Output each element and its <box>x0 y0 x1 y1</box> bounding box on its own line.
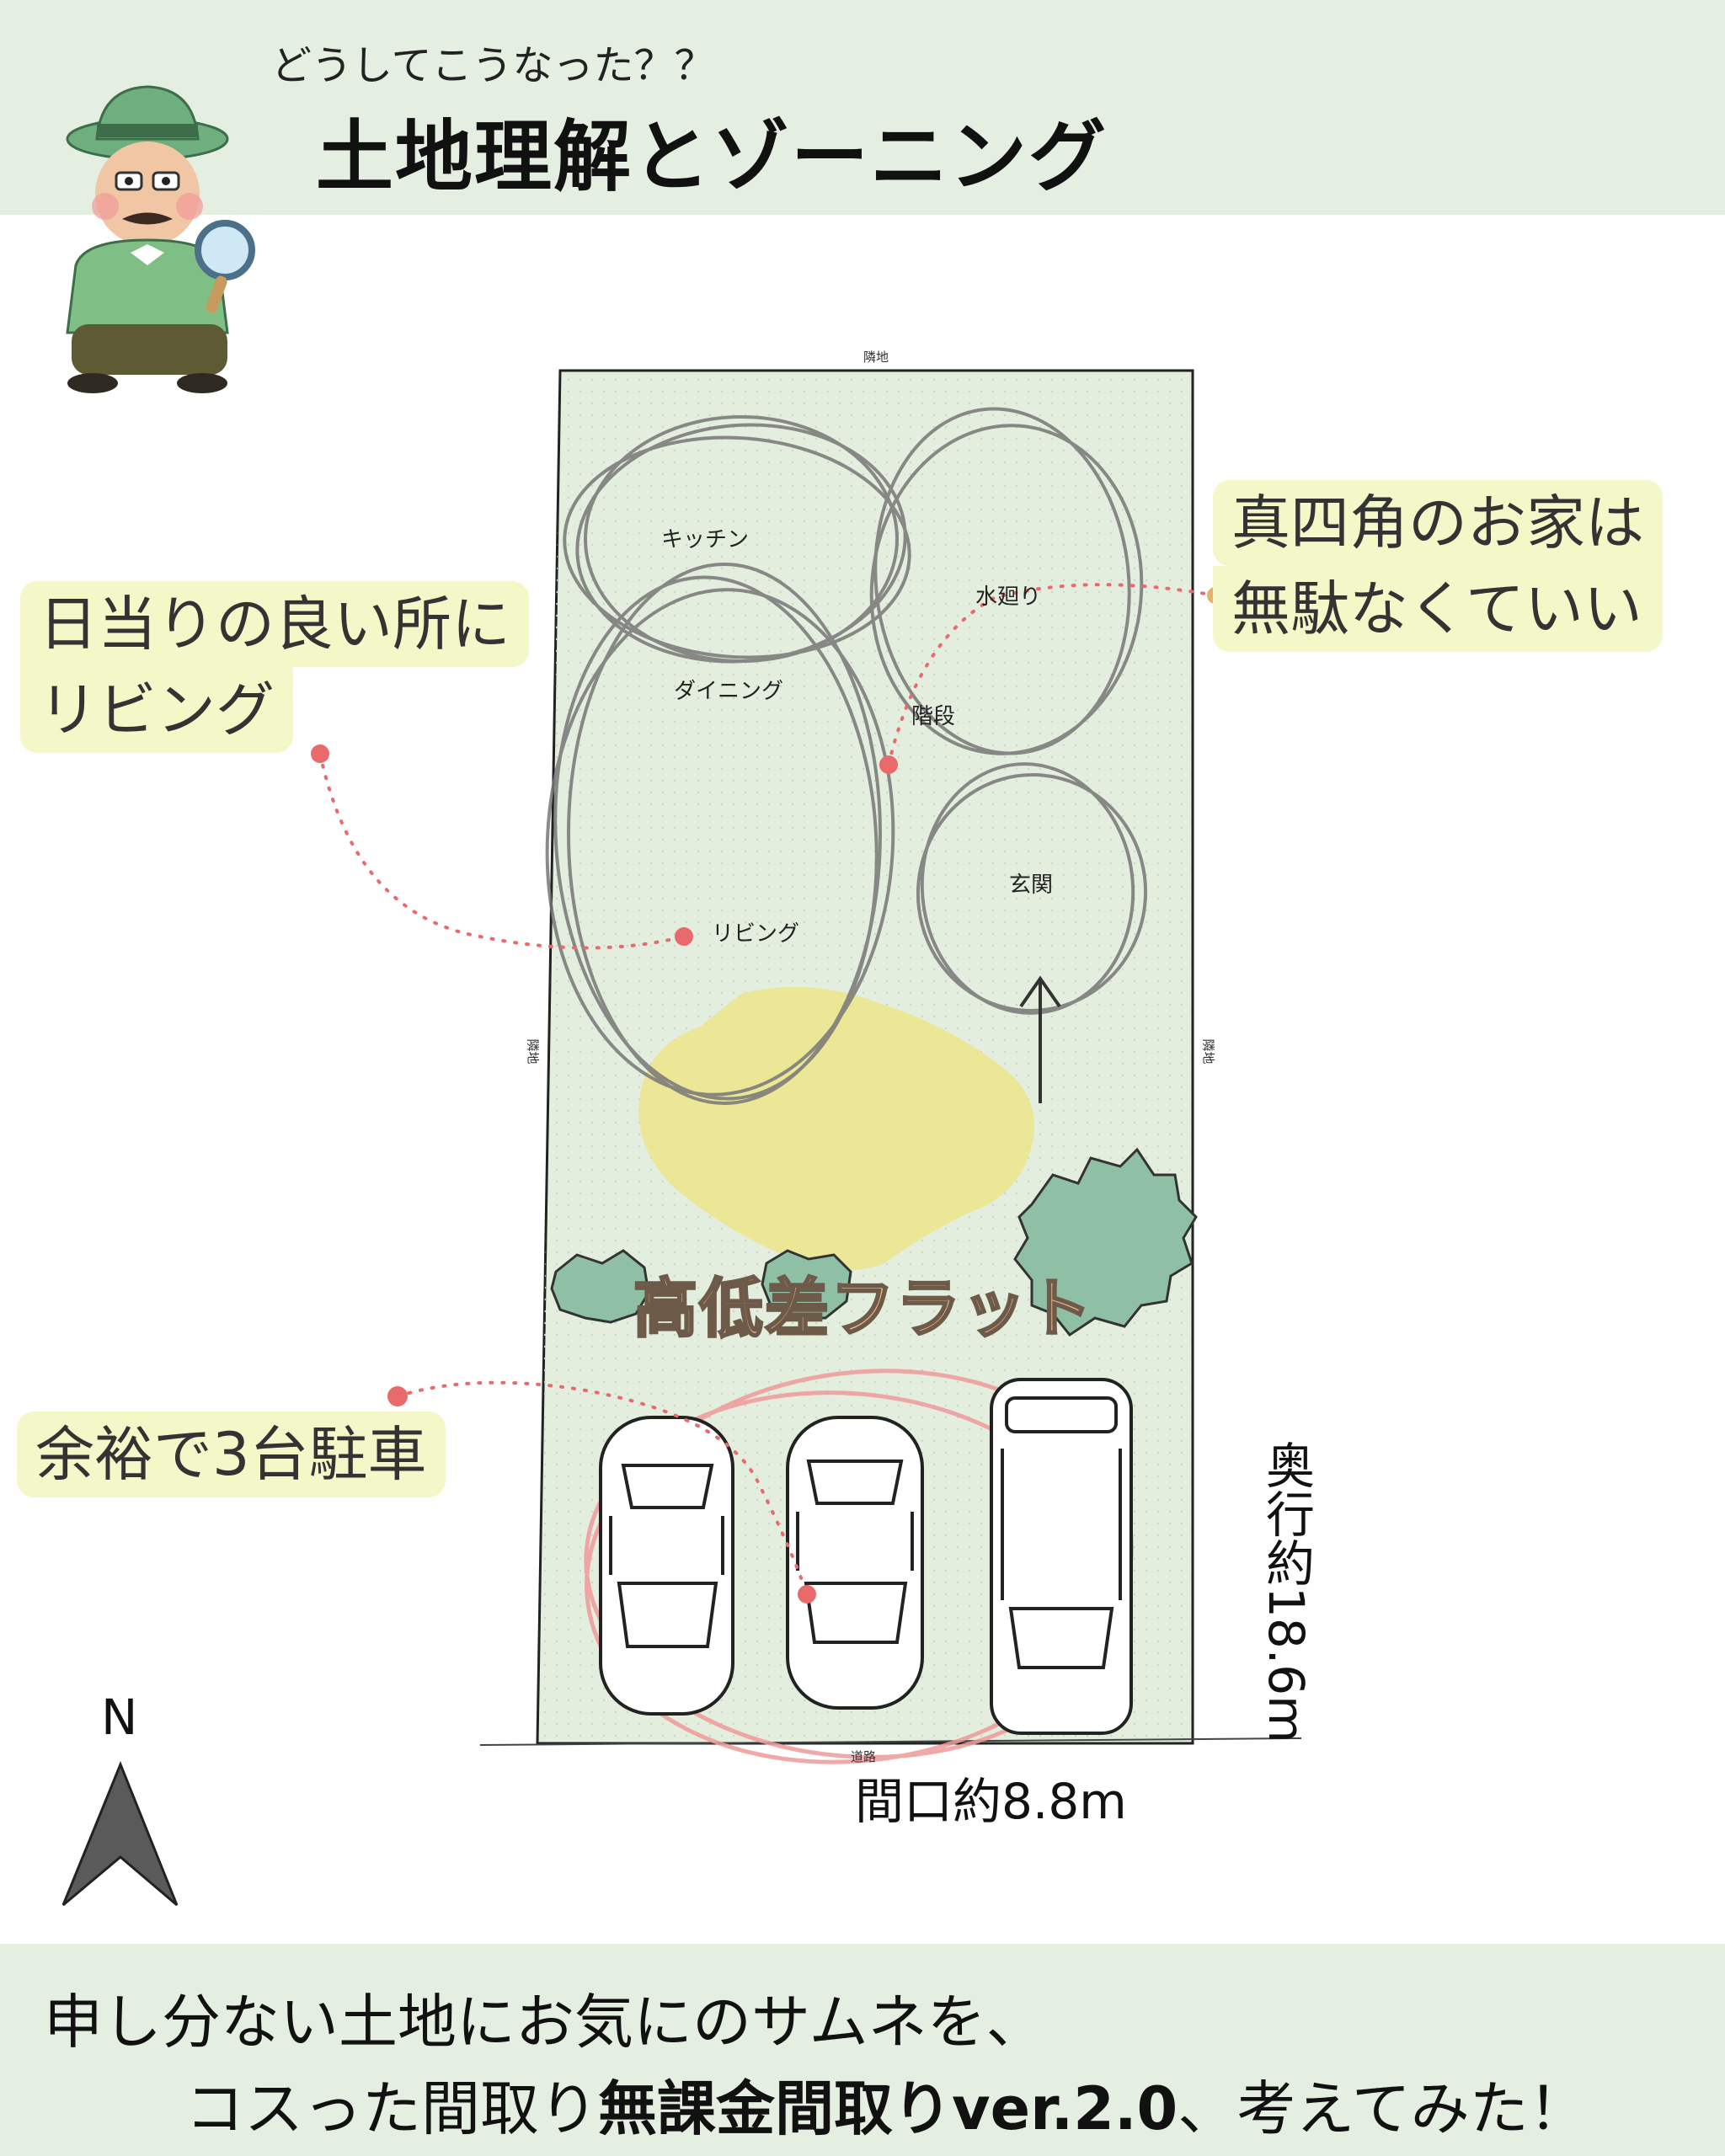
explorer-character-icon <box>66 85 255 393</box>
footer-line2-plain: コスった間取り <box>185 2074 598 2143</box>
sunlight-patch <box>638 987 1034 1270</box>
callout-living: 日当りの良い所に リビング <box>20 581 529 753</box>
edge-label-bottom: 道路 <box>851 1749 877 1764</box>
room-dining: ダイニング <box>674 679 784 704</box>
room-living: リビング <box>712 921 800 947</box>
callout-living-line2: リビング <box>20 667 293 753</box>
header-band <box>0 0 1725 215</box>
footer-line2-bold: 無課金間取りver.2.0 <box>598 2074 1178 2143</box>
callout-parking: 余裕で3台駐車 <box>17 1412 446 1497</box>
header-subtitle: どうしてこうなった？？ <box>271 42 715 89</box>
room-kitchen: キッチン <box>661 527 750 552</box>
footer-line2: コスった間取り無課金間取りver.2.0、考えてみた！ <box>185 2062 1588 2147</box>
north-label: N <box>101 1689 138 1746</box>
room-water: 水廻り <box>975 584 1042 610</box>
edge-label-left: 隣地 <box>525 1038 541 1065</box>
edge-label-right: 隣地 <box>1200 1038 1216 1065</box>
callout-square-house-line2: 無駄なくていい <box>1213 566 1663 652</box>
callout-square-house-line1: 真四角のお家は <box>1213 480 1663 566</box>
zoning-circles <box>545 407 1148 1105</box>
car-2 <box>786 1416 924 1710</box>
room-stairs: 階段 <box>911 704 956 729</box>
car-3 <box>990 1378 1133 1735</box>
north-arrow-icon <box>61 1760 179 1907</box>
footer-line2-tail: 、考えてみた！ <box>1178 2074 1588 2143</box>
frontage-dimension: 間口約8.8m <box>855 1773 1127 1830</box>
depth-dimension: 奥行約18.6m <box>1258 1440 1315 1743</box>
flat-grade-label: 高低差フラット <box>633 1270 1093 1348</box>
entrance-arrow <box>1019 975 1061 1103</box>
callout-living-line1: 日当りの良い所に <box>20 581 529 667</box>
road-line <box>479 1737 1302 1746</box>
tree-small-center <box>761 1249 852 1320</box>
tree-small-left <box>550 1249 650 1324</box>
car-1 <box>599 1416 734 1716</box>
zoning-plan-diagram <box>61 369 1302 1907</box>
callout-square-house: 真四角のお家は 無駄なくていい <box>1213 480 1663 652</box>
header-title: 土地理解とゾーニング <box>316 112 1108 202</box>
tree-large <box>1013 1147 1198 1337</box>
leader-lines <box>318 583 1217 1596</box>
room-entrance: 玄関 <box>1009 873 1054 898</box>
footer-line1: 申し分ない土地にお気にのサムネを、 <box>44 1988 1045 2057</box>
edge-label-top: 隣地 <box>863 350 889 365</box>
footer-band <box>0 1944 1725 2156</box>
